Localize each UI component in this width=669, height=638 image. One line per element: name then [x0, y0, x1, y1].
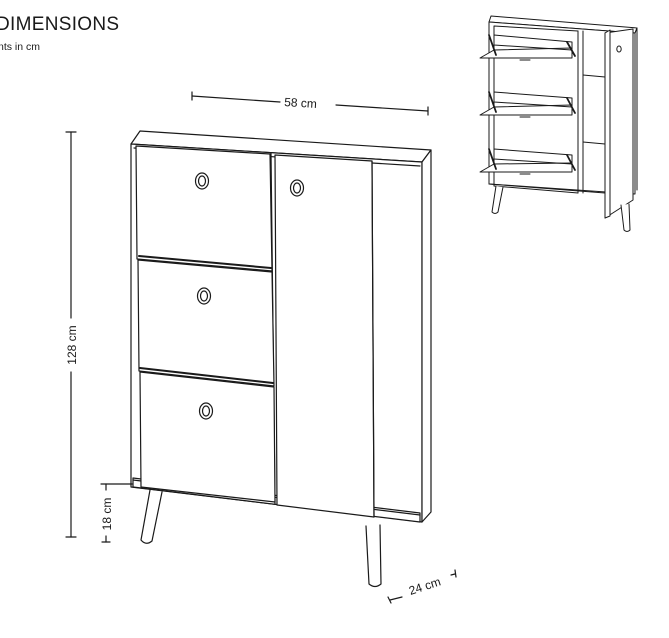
width-label: 58 cm [284, 95, 318, 111]
shoe-flap-bottom[interactable] [139, 371, 276, 503]
cabinet-front-view [130, 130, 432, 588]
depth-label: 24 cm [407, 574, 442, 597]
shoe-flap-middle[interactable] [137, 259, 275, 387]
page-title: DIMENSIONS [0, 14, 120, 35]
knob-flap-bottom [198, 402, 214, 420]
knob-door [289, 179, 305, 197]
height-label: 128 cm [65, 325, 79, 364]
cabinet-open-thumbnail [479, 15, 638, 232]
knob-flap-top [194, 172, 210, 190]
shoe-flap-top[interactable] [135, 145, 273, 272]
cabinet-door[interactable] [274, 154, 375, 518]
leg-front-left [140, 489, 163, 544]
leg-front-right [365, 524, 382, 588]
leg-height-label: 18 cm [100, 498, 114, 531]
units-note: nts in cm [0, 41, 41, 53]
dimension-lines [65, 91, 457, 604]
knob-flap-middle [196, 287, 212, 305]
